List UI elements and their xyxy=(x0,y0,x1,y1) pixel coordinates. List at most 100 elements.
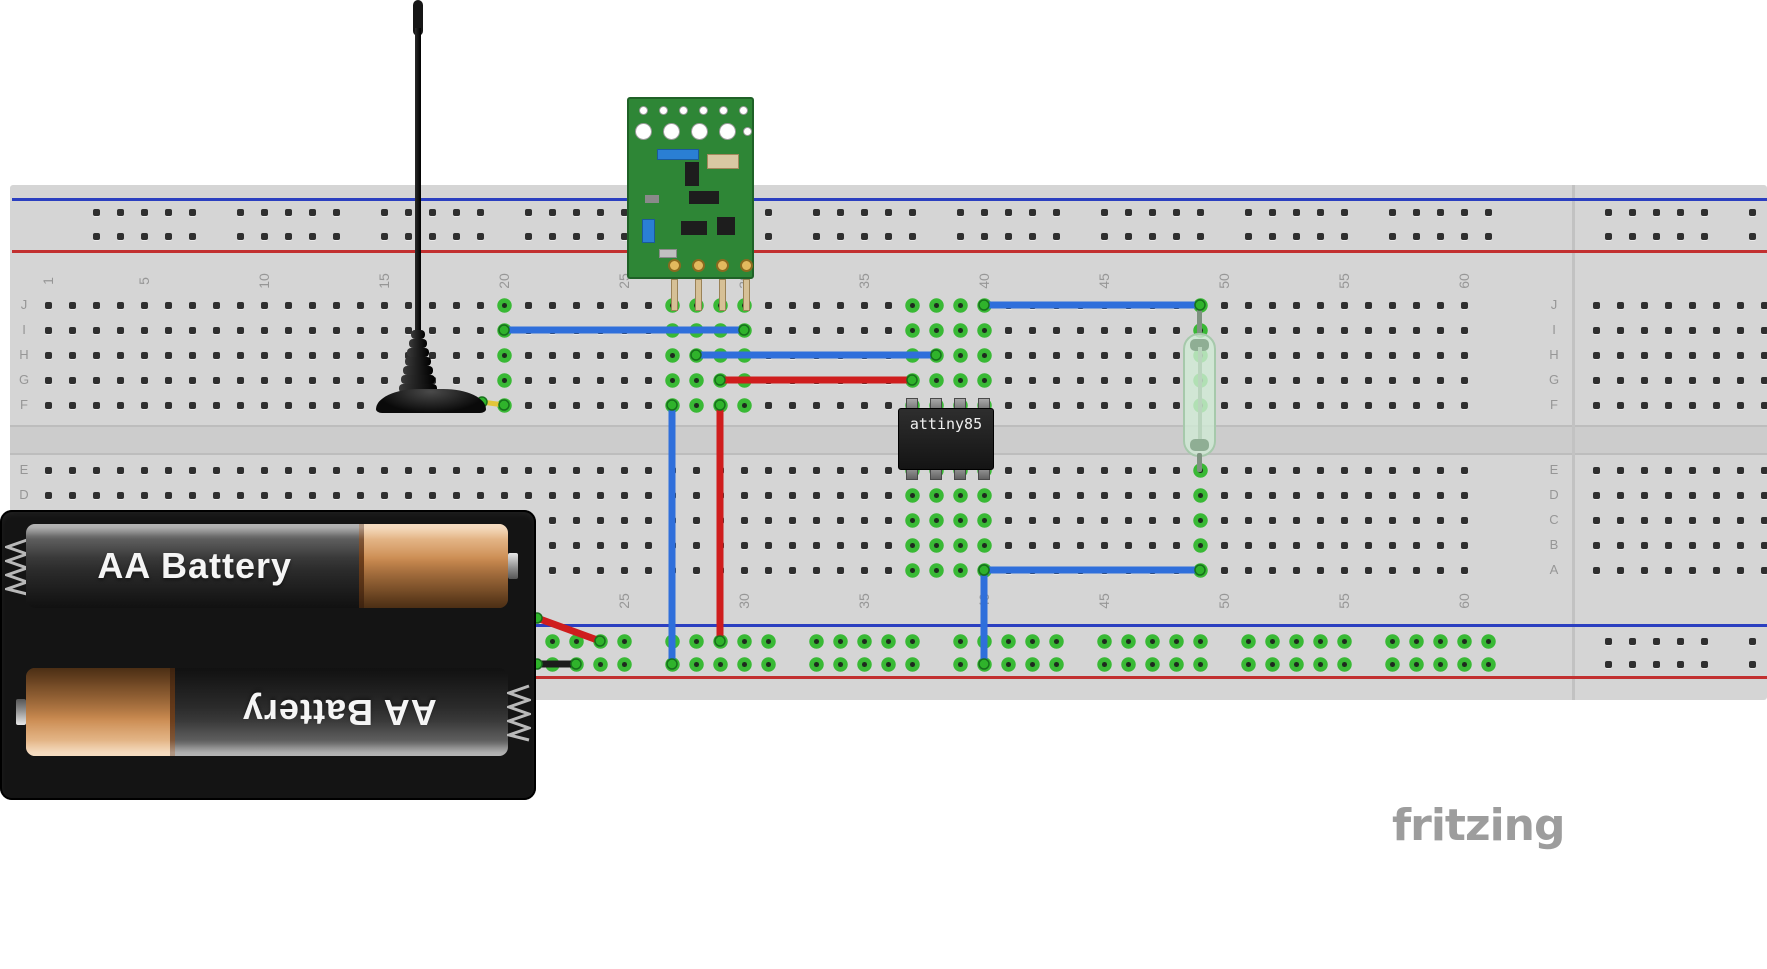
connected-hole-highlight xyxy=(568,656,584,672)
breadboard-hole xyxy=(1244,232,1252,240)
breadboard-hole xyxy=(1760,516,1767,524)
breadboard-hole xyxy=(1100,541,1108,549)
breadboard-hole xyxy=(884,491,892,499)
module-hole xyxy=(691,123,708,140)
breadboard-hole xyxy=(1460,491,1468,499)
breadboard-hole xyxy=(1604,637,1612,645)
breadboard-hole xyxy=(1616,466,1624,474)
breadboard-hole xyxy=(68,466,76,474)
breadboard-hole xyxy=(1760,376,1767,384)
connected-hole-highlight xyxy=(904,562,920,578)
breadboard-hole xyxy=(44,351,52,359)
breadboard-hole xyxy=(1316,466,1324,474)
breadboard-hole xyxy=(92,466,100,474)
breadboard-hole xyxy=(1412,401,1420,409)
breadboard-hole xyxy=(1076,491,1084,499)
breadboard-hole xyxy=(1460,376,1468,384)
breadboard-hole xyxy=(332,326,340,334)
connected-hole-highlight xyxy=(736,397,752,413)
breadboard-hole xyxy=(1268,491,1276,499)
connected-hole-highlight xyxy=(1192,656,1208,672)
breadboard-hole xyxy=(164,491,172,499)
breadboard-hole xyxy=(596,376,604,384)
breadboard-hole xyxy=(284,351,292,359)
breadboard-hole xyxy=(1364,566,1372,574)
breadboard-hole xyxy=(764,208,772,216)
breadboard-hole xyxy=(668,466,676,474)
breadboard-hole xyxy=(788,516,796,524)
breadboard-hole xyxy=(1100,301,1108,309)
breadboard-hole xyxy=(1148,566,1156,574)
breadboard-hole xyxy=(1736,401,1744,409)
breadboard-hole xyxy=(596,541,604,549)
connected-hole-highlight xyxy=(952,297,968,313)
module-hole xyxy=(743,127,752,136)
row-letter: H xyxy=(19,347,29,362)
breadboard-hole xyxy=(1412,376,1420,384)
breadboard-hole xyxy=(788,541,796,549)
battery-holder[interactable]: AA Battery AA Battery xyxy=(0,510,536,800)
breadboard-hole xyxy=(884,301,892,309)
breadboard-hole xyxy=(188,326,196,334)
breadboard-hole xyxy=(1292,326,1300,334)
breadboard-hole xyxy=(524,376,532,384)
breadboard-hole xyxy=(548,541,556,549)
connected-hole-highlight xyxy=(712,397,728,413)
breadboard-hole xyxy=(1076,301,1084,309)
antenna-rib xyxy=(411,330,425,339)
breadboard-hole xyxy=(1688,566,1696,574)
breadboard-hole xyxy=(1736,351,1744,359)
connected-hole-highlight xyxy=(736,322,752,338)
chip-label: attiny85 xyxy=(909,415,983,433)
connected-hole-highlight xyxy=(544,656,560,672)
breadboard-hole xyxy=(236,466,244,474)
breadboard-hole xyxy=(596,326,604,334)
breadboard-hole xyxy=(1292,351,1300,359)
breadboard-hole xyxy=(1736,566,1744,574)
connected-hole-highlight xyxy=(1144,656,1160,672)
breadboard-hole xyxy=(308,232,316,240)
breadboard-hole xyxy=(44,401,52,409)
column-number: 55 xyxy=(1336,593,1352,609)
connected-hole-highlight xyxy=(1336,633,1352,649)
breadboard-hole xyxy=(1664,326,1672,334)
breadboard-hole xyxy=(1736,516,1744,524)
breadboard-hole xyxy=(308,326,316,334)
breadboard-hole xyxy=(68,401,76,409)
connected-hole-highlight xyxy=(1480,656,1496,672)
breadboard-hole xyxy=(1220,326,1228,334)
breadboard-hole xyxy=(572,491,580,499)
breadboard-hole xyxy=(92,376,100,384)
breadboard-hole xyxy=(1340,466,1348,474)
connected-hole-highlight xyxy=(1288,633,1304,649)
breadboard-hole xyxy=(140,232,148,240)
breadboard-hole xyxy=(764,376,772,384)
rf-transmitter-module[interactable] xyxy=(627,97,754,311)
breadboard-hole xyxy=(740,491,748,499)
breadboard-hole xyxy=(572,516,580,524)
battery-shading xyxy=(26,524,508,608)
breadboard-hole xyxy=(620,541,628,549)
breadboard-hole xyxy=(500,491,508,499)
breadboard-hole xyxy=(428,326,436,334)
breadboard-hole xyxy=(1340,401,1348,409)
breadboard-hole xyxy=(1100,566,1108,574)
antenna-rib xyxy=(403,366,433,375)
connected-hole-highlight xyxy=(664,633,680,649)
row-letter: A xyxy=(1549,562,1559,577)
breadboard-hole xyxy=(764,466,772,474)
column-number: 35 xyxy=(856,593,872,609)
breadboard-hole xyxy=(1220,541,1228,549)
breadboard-hole xyxy=(164,208,172,216)
breadboard-hole xyxy=(596,351,604,359)
battery-positive-tip xyxy=(508,553,518,579)
breadboard-hole xyxy=(1628,208,1636,216)
breadboard-hole xyxy=(1340,326,1348,334)
breadboard-hole xyxy=(1760,566,1767,574)
breadboard-hole xyxy=(1760,541,1767,549)
breadboard-hole xyxy=(1028,541,1036,549)
breadboard-hole xyxy=(1460,301,1468,309)
connected-hole-highlight xyxy=(808,656,824,672)
breadboard-hole xyxy=(644,326,652,334)
breadboard-hole xyxy=(1124,351,1132,359)
